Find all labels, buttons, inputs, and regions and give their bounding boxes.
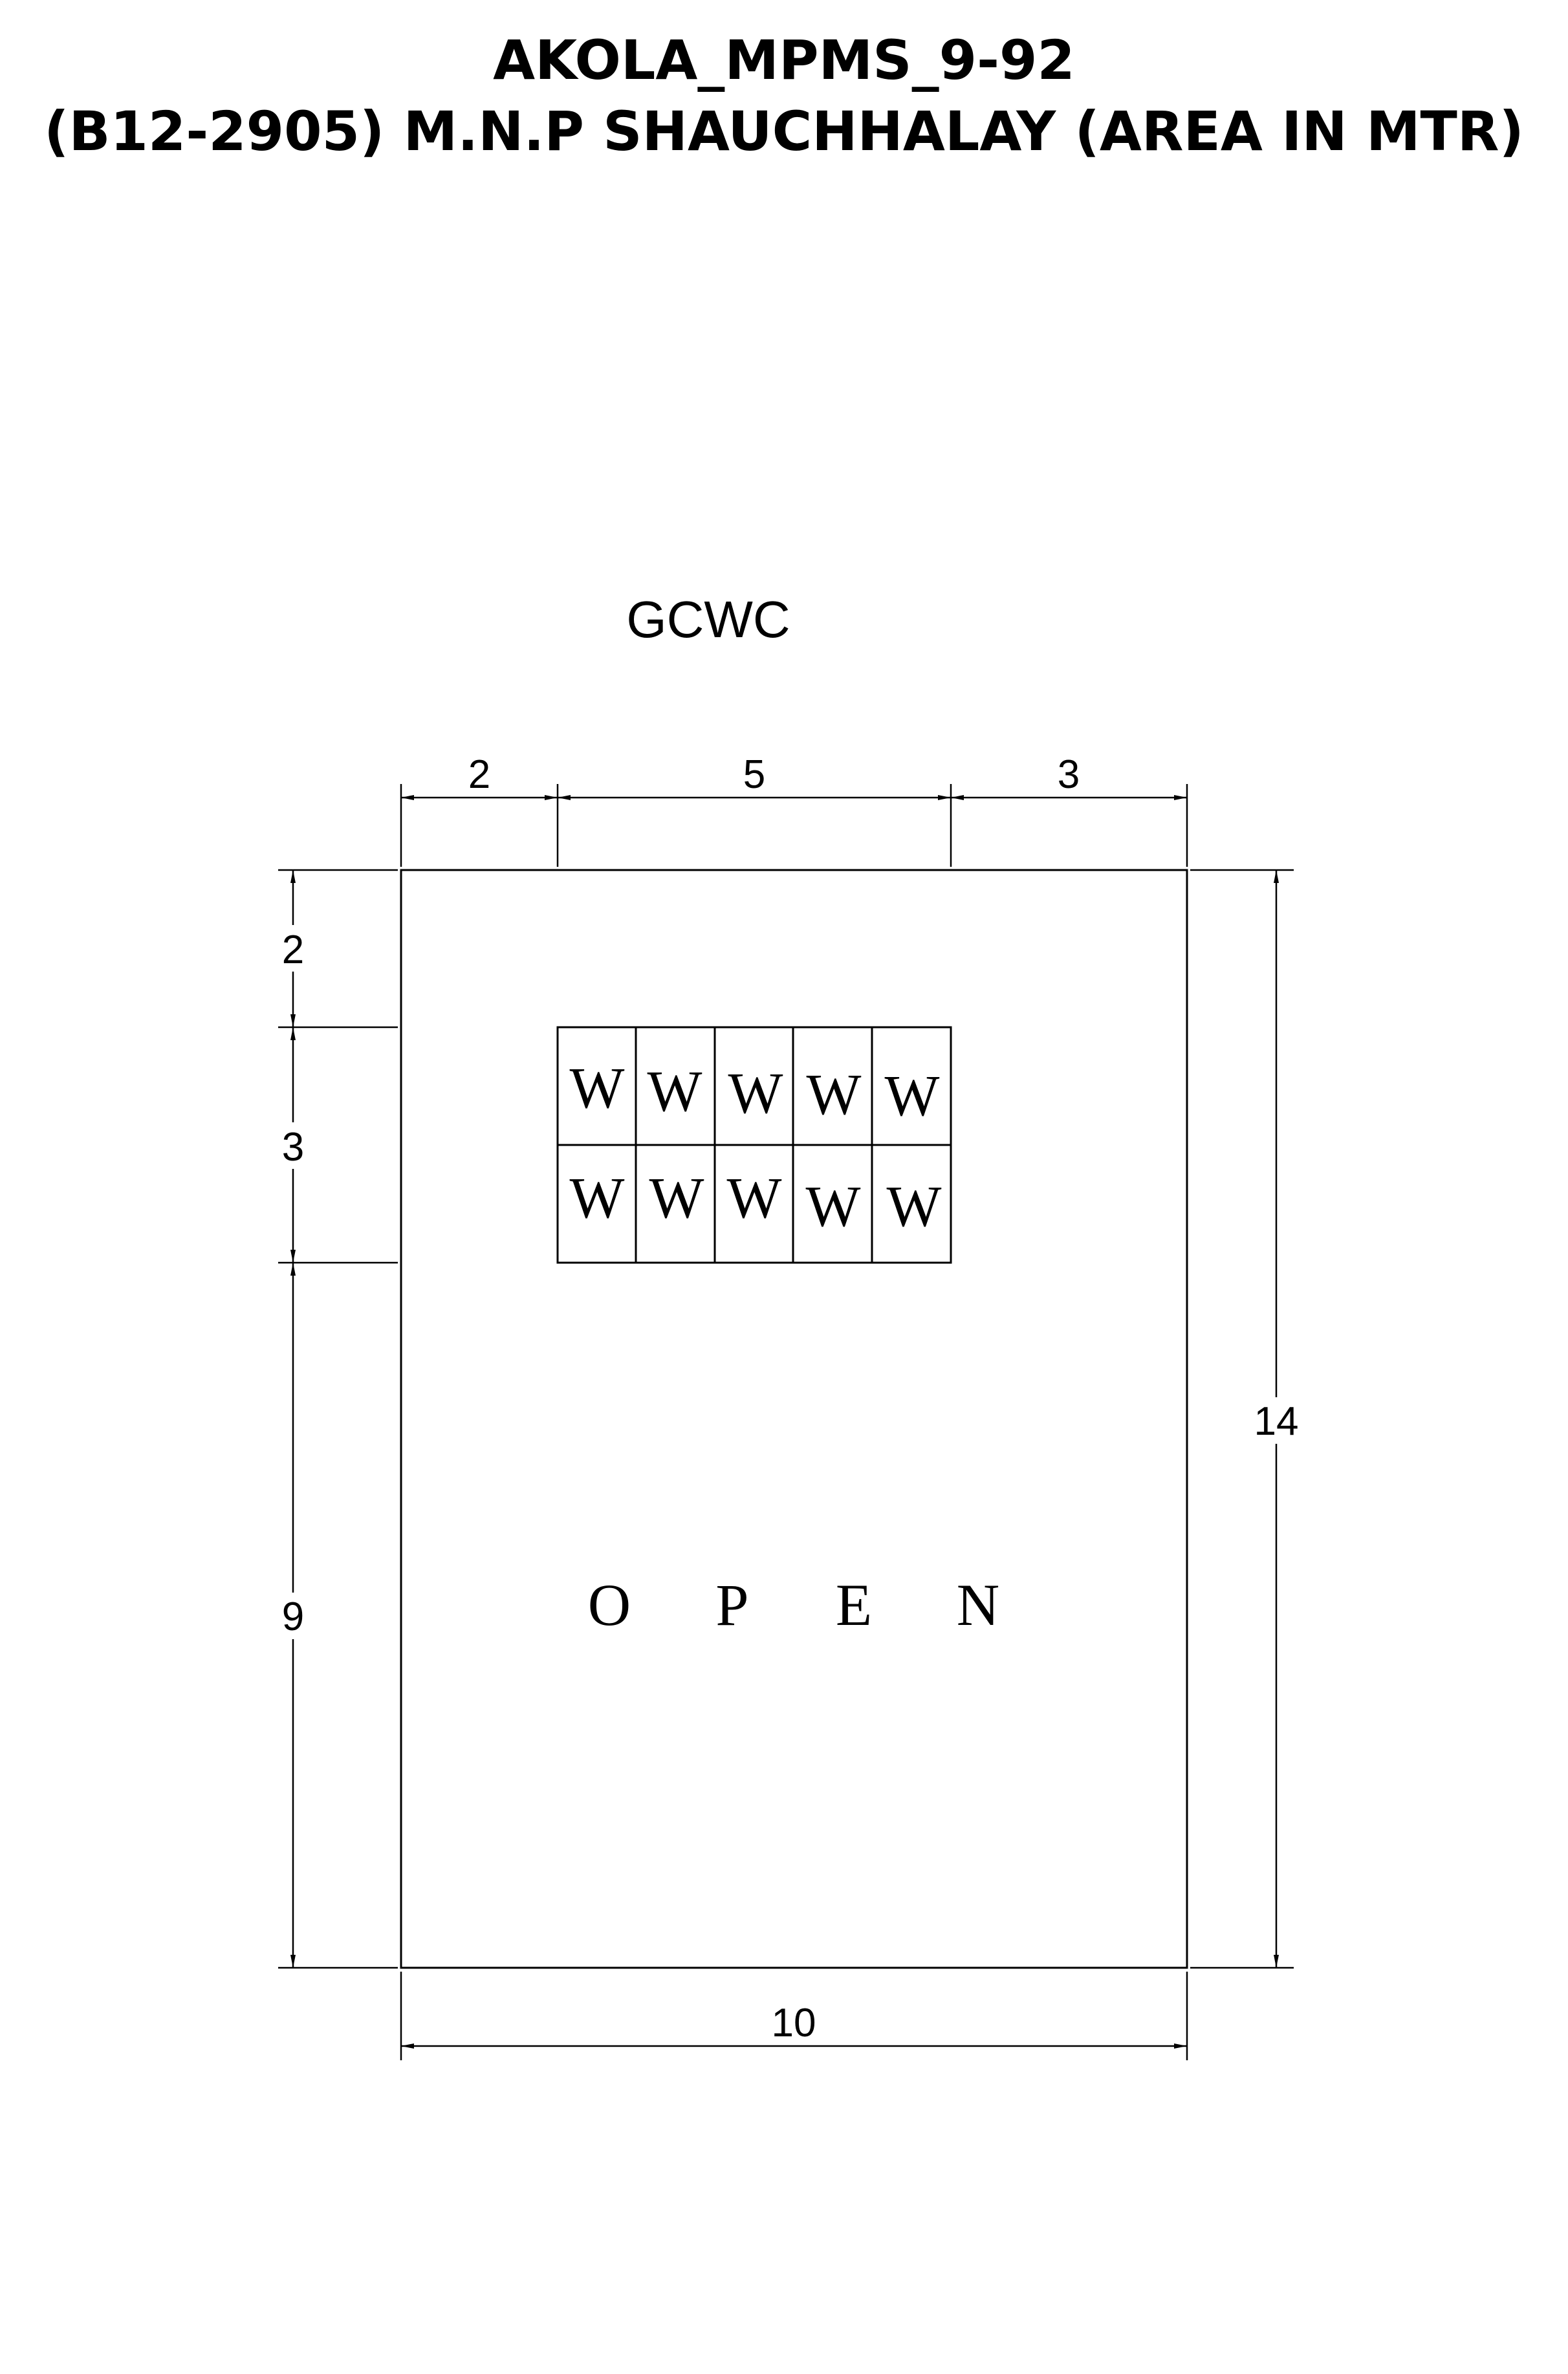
dim-bottom: 10	[772, 2001, 816, 2045]
dim-left-middle: 3	[282, 1125, 304, 1170]
open-area-label: O P E N	[588, 1572, 999, 1638]
wc-cell-label: W	[728, 1062, 783, 1126]
dim-top-right: 3	[1058, 752, 1080, 797]
wc-cell-label: W	[570, 1056, 625, 1120]
open-letter: N	[957, 1572, 999, 1638]
open-letter: E	[836, 1572, 872, 1638]
wc-cell-label: W	[727, 1166, 782, 1230]
dim-label-mask	[279, 1593, 307, 1639]
dim-left-bottom: 9	[282, 1595, 304, 1639]
left-dimension-chain: 2 3 9	[278, 869, 398, 1969]
right-dimension: 14	[1190, 869, 1304, 1969]
wc-cell-label: W	[649, 1166, 704, 1230]
open-letter: P	[715, 1572, 748, 1638]
wc-cell-label: W	[885, 1064, 940, 1128]
dim-top-left: 2	[468, 752, 490, 797]
wc-cell-label: W	[806, 1175, 861, 1239]
plot-boundary	[400, 869, 1188, 1969]
top-dimension-chain: 2 5 3	[400, 752, 1188, 867]
dim-label-mask	[279, 1122, 307, 1169]
dim-right: 14	[1254, 1399, 1299, 1444]
bottom-dimension: 10	[400, 1972, 1188, 2060]
wc-cell-label: W	[807, 1063, 862, 1127]
dim-top-middle: 5	[743, 752, 765, 797]
building-label: GCWC	[626, 591, 790, 648]
wc-cell-label: W	[648, 1060, 702, 1124]
dim-label-mask	[1248, 1397, 1304, 1444]
wc-cell-label: W	[570, 1166, 625, 1230]
dim-left-top: 2	[282, 928, 304, 972]
wc-cell-label: W	[887, 1175, 942, 1239]
title-line-2: (B12-2905) M.N.P SHAUCHHALAY (AREA IN MT…	[44, 100, 1524, 163]
open-letter: O	[588, 1572, 631, 1638]
title-line-1: AKOLA_MPMS_9-92	[493, 28, 1075, 92]
dim-label-mask	[279, 925, 307, 972]
wc-block: W W W W W W W W W W	[556, 1026, 952, 1264]
